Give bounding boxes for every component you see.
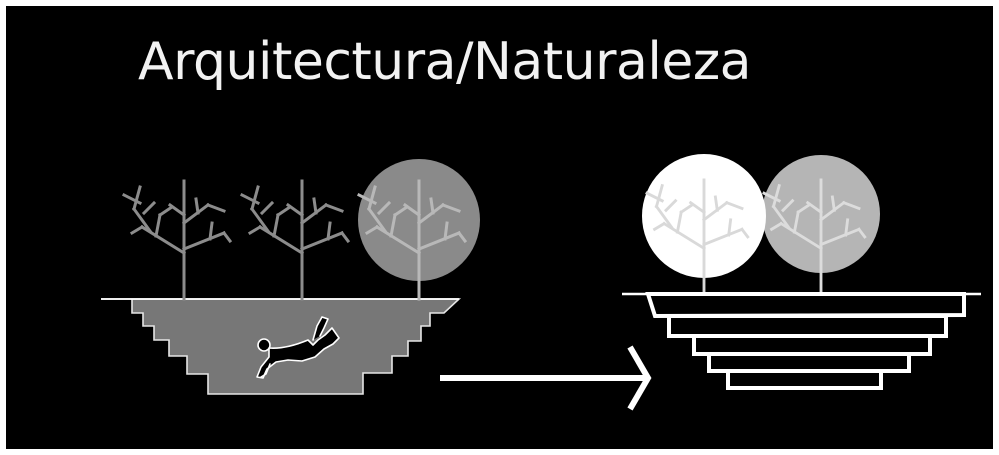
left-scene: [101, 159, 480, 395]
canopy-tree-grey: [357, 159, 480, 301]
falling-person-icon: [256, 316, 340, 379]
diagram-title: Arquitectura/Naturaleza: [138, 32, 751, 92]
stepped-excavation: [101, 298, 462, 395]
diagram-illustration: [101, 154, 981, 411]
stacked-terrace-platforms: [645, 292, 966, 390]
diagram-canvas: Arquitectura/Naturaleza: [6, 6, 993, 449]
bare-tree-1: [122, 179, 232, 301]
canopy-tree-light-grey: [762, 155, 880, 294]
canopy-tree-white: [642, 154, 766, 294]
bare-tree-2: [240, 179, 350, 301]
arrow-right-icon: [440, 345, 652, 411]
right-scene: [622, 154, 981, 390]
